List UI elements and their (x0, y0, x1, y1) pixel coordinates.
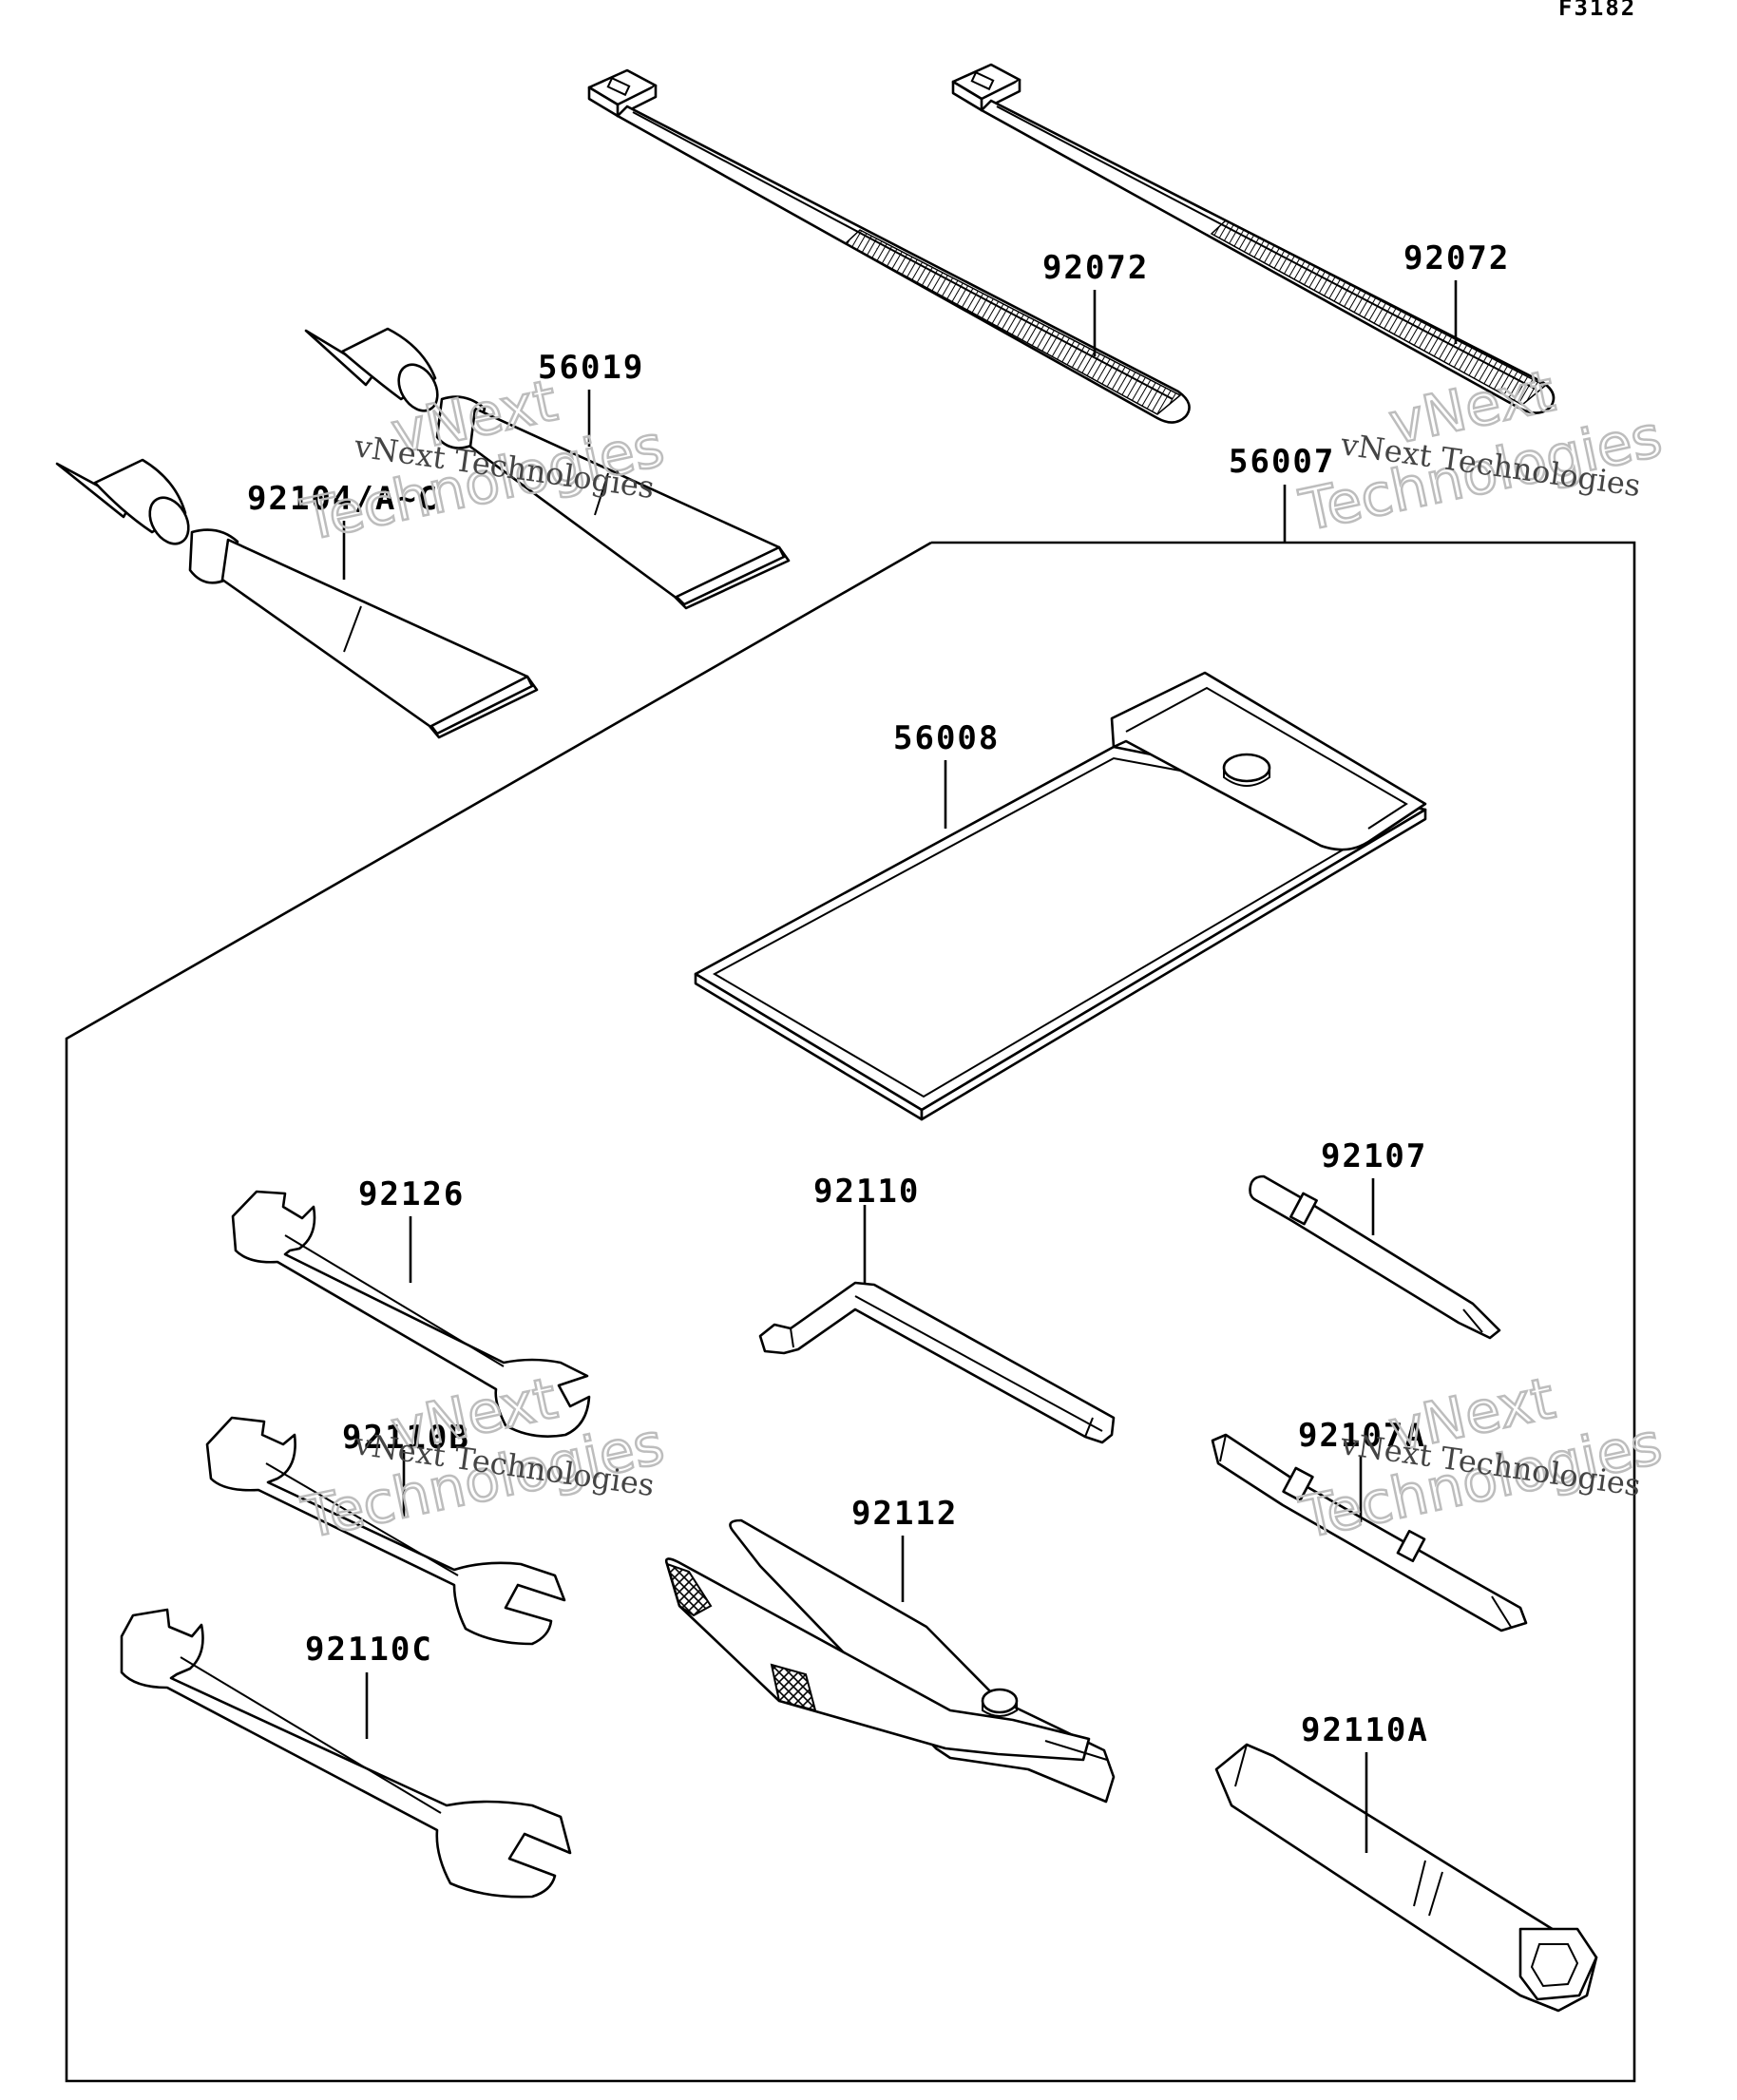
tool-bag (694, 671, 1427, 1121)
wrench-middle (205, 1416, 566, 1646)
label-tool-bag: 56008 (893, 719, 1000, 757)
label-screwdriver: 92107A (1298, 1417, 1426, 1455)
kit-frame-outline (65, 541, 1636, 2083)
label-wrench-middle: 92110B (342, 1419, 470, 1457)
label-spark-plug-wrench: 92110A (1301, 1711, 1429, 1749)
label-grease-tube-small: 56019 (538, 349, 644, 387)
wrench-top (231, 1190, 591, 1438)
label-tool-kit: 56007 (1229, 443, 1335, 481)
label-cable-tie-left: 92072 (1042, 249, 1149, 287)
cable-tie-left (587, 68, 1191, 424)
spark-plug-wrench (1214, 1743, 1598, 2013)
phillips-bit (1249, 1174, 1501, 1340)
label-wrench-bottom: 92110C (305, 1631, 433, 1669)
label-hex-key: 92110 (813, 1173, 920, 1211)
wrench-bottom (120, 1608, 572, 1899)
cable-tie-right (951, 63, 1556, 414)
figure-code: F3182 (1558, 0, 1636, 21)
grease-tube-small (304, 327, 791, 610)
hex-key (758, 1281, 1116, 1444)
label-cable-tie-right: 92072 (1403, 239, 1510, 277)
label-grease-tube-large: 92104/A~C (247, 480, 439, 518)
label-wrench-top: 92126 (358, 1175, 465, 1213)
label-phillips-bit: 92107 (1321, 1137, 1427, 1175)
grease-tube-large (55, 458, 539, 739)
label-pliers: 92112 (851, 1495, 958, 1533)
screwdriver (1211, 1433, 1528, 1632)
pliers (664, 1518, 1116, 1804)
